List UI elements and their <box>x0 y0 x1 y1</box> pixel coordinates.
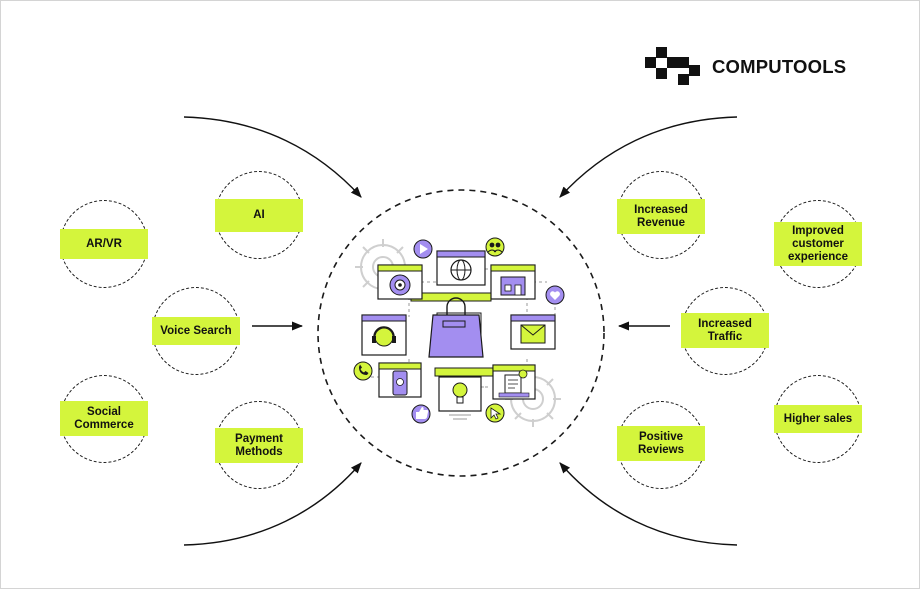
receipt-icon <box>492 364 536 400</box>
label-ar-vr: AR/VR <box>60 229 148 259</box>
label-increased-traffic: Increased Traffic <box>681 313 769 348</box>
play-icon <box>413 239 433 259</box>
curve-arrow-bottom-left <box>183 462 362 546</box>
label-voice-search: Voice Search <box>152 317 240 345</box>
ecommerce-hub-illustration <box>317 189 605 477</box>
store-icon <box>490 264 536 300</box>
globe-icon <box>436 250 486 286</box>
label-higher-sales: Higher sales <box>774 405 862 433</box>
label-increased-revenue: Increased Revenue <box>617 199 705 234</box>
heart-icon <box>545 285 565 305</box>
curve-arrow-top-right <box>559 116 738 198</box>
shopping-bag-icon <box>428 297 484 358</box>
brand-name: COMPUTOOLS <box>712 56 847 77</box>
people-icon <box>485 237 505 257</box>
lightbulb-icon <box>438 376 482 420</box>
hub-circle <box>317 189 605 477</box>
thumbs-up-icon <box>411 404 431 424</box>
cursor-icon <box>485 403 505 423</box>
mail-icon <box>510 314 556 350</box>
mobile-payment-icon <box>378 362 422 398</box>
label-positive-reviews: Positive Reviews <box>617 426 705 461</box>
label-ai: AI <box>215 199 303 232</box>
label-payment-methods: Payment Methods <box>215 428 303 463</box>
curve-arrow-top-left <box>183 116 362 198</box>
label-social-commerce: Social Commerce <box>60 401 148 436</box>
phone-icon <box>353 361 373 381</box>
target-icon <box>377 264 423 300</box>
curve-arrow-bottom-right <box>559 462 738 546</box>
support-headset-icon <box>361 314 407 356</box>
computools-logo-icon <box>645 47 700 85</box>
brand-logo: COMPUTOOLS <box>645 47 846 87</box>
label-improved-customer-experience: Improved customer experience <box>774 222 862 266</box>
